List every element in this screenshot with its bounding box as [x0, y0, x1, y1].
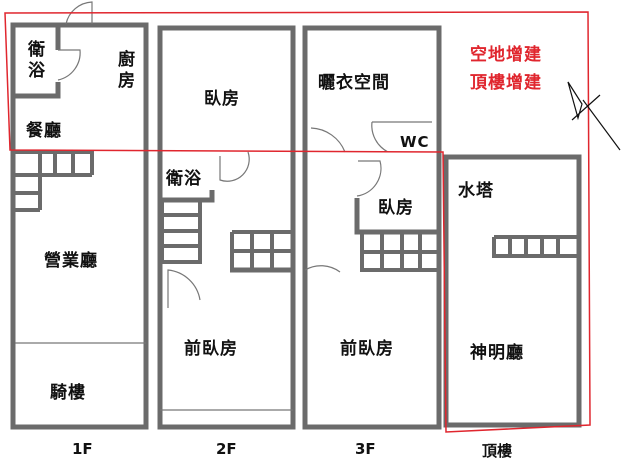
door-2f-bath — [219, 151, 250, 182]
room-3f-front-bedroom: 前臥房 — [340, 339, 394, 359]
door-1f-bath — [57, 49, 81, 81]
door-3f-wc — [371, 121, 432, 153]
stairs-1f — [15, 150, 94, 212]
door-3f-stair — [304, 265, 341, 273]
doors — [15, 1, 432, 411]
room-roof-shrine: 神明廳 — [470, 343, 524, 363]
wall-1f — [10, 22, 149, 430]
addition-outline — [4, 11, 591, 433]
stairs-3f — [360, 234, 439, 272]
wall-3f — [302, 25, 442, 430]
stairs — [15, 150, 578, 272]
room-1f-kitchen: 廚房 — [114, 50, 134, 92]
door-3f-laundry — [310, 127, 346, 153]
floor-label-3f: 3F — [355, 440, 376, 458]
wall-1f-bath — [13, 25, 61, 99]
room-3f-laundry: 曬衣空間 — [318, 73, 390, 93]
wall-3f-bedroom — [354, 198, 439, 235]
annotation-rooftop-addition: 頂樓增建 — [470, 73, 542, 93]
wall-roof — [443, 154, 582, 428]
room-1f-bath: 衛浴 — [24, 40, 44, 82]
room-1f-business-hall: 營業廳 — [44, 251, 98, 271]
room-2f-bath: 衛浴 — [166, 169, 202, 189]
stairs-2f — [160, 200, 293, 270]
room-3f-wc: WC — [400, 133, 430, 151]
stairs-roof — [492, 235, 578, 258]
room-1f-dining: 餐廳 — [26, 121, 62, 141]
room-roof-water-tower: 水塔 — [458, 181, 494, 201]
north-arrow-icon — [567, 81, 621, 151]
floor-label-2f: 2F — [216, 440, 237, 458]
door-3f-bedroom — [356, 160, 382, 197]
room-2f-front-bedroom: 前臥房 — [184, 339, 238, 359]
annotation-vacant-lot-addition: 空地增建 — [470, 45, 542, 65]
north-arrow — [567, 81, 621, 151]
wall-2f-bath — [160, 190, 215, 203]
addition-outline-main — [4, 11, 591, 433]
door-2f-stair — [167, 269, 201, 308]
room-3f-bedroom: 臥房 — [378, 198, 414, 218]
door-1f-entry — [65, 1, 93, 25]
room-1f-arcade: 騎樓 — [50, 383, 86, 403]
room-2f-bedroom: 臥房 — [204, 89, 240, 109]
floor-label-roof: 頂樓 — [482, 442, 513, 460]
floor-label-1f: 1F — [72, 440, 93, 458]
